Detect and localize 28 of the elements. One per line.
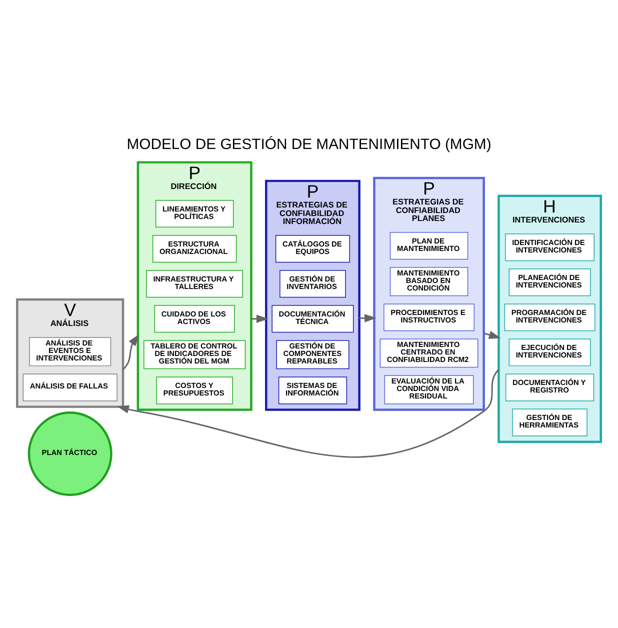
node-box: EVALUACIÓN DE LA CONDICIÓN VIDA RESIDUAL: [384, 374, 474, 404]
node-circle: PLAN TÁCTICO: [28, 411, 112, 496]
node-box: SISTEMAS DE INFORMACIÓN: [278, 376, 348, 404]
node-box: GESTIÓN DE COMPONENTES REPARABLES: [276, 340, 350, 369]
node-box: INFRAESTRUCTURA Y TALLERES: [146, 270, 244, 298]
node-box: ANÁLISIS DE EVENTOS E INTERVENCIONES: [29, 336, 112, 366]
node-box: PROCEDIMIENTOS E INSTRUCTIVOS: [384, 303, 474, 331]
diagram-title: MODELO DE GESTIÓN DE MANTENIMIENTO (MGM): [126, 136, 492, 152]
node-box: GESTIÓN DE INVENTARIOS: [280, 270, 346, 298]
node-box: COSTOS Y PRESUPUESTOS: [156, 376, 233, 404]
node-box: GESTIÓN DE HERRAMIENTAS: [512, 408, 588, 436]
node-box: ANÁLISIS DE FALLAS: [22, 373, 118, 401]
arrow: [484, 330, 501, 338]
node-box: EJECUCIÓN DE INTERVENCIONES: [508, 338, 591, 366]
arrow: [251, 314, 268, 323]
node-box: DOCUMENTACIÓN Y REGISTRO: [505, 373, 594, 401]
node-box: PROGRAMACIÓN DE INTERVENCIONES: [504, 303, 596, 331]
node-box: LINEAMIENTOS Y POLÍTICAS: [155, 199, 234, 228]
node-box: DOCUMENTACIÓN TÉCNICA: [272, 304, 354, 332]
node-box: CATÁLOGOS DE EQUIPOS: [275, 234, 350, 262]
node-box: IDENTIFICACIÓN DE INTERVENCIONES: [505, 233, 594, 261]
node-box: PLANEACIÓN DE INTERVENCIONES: [508, 268, 591, 296]
node-box: MANTENIMIENTO CENTRADO EN CONFIABILIDAD RCM2: [380, 338, 478, 368]
node-box: ESTRUCTURA ORGANIZACIONAL: [152, 234, 237, 262]
node-box: MANTENIMIENTO BASADO EN CONDICIÓN: [390, 266, 468, 296]
node-box: TABLERO DE CONTROL DE INDICADORES DE GESTIÓN DEL MGM: [144, 340, 246, 369]
node-box: PLAN DE MANTENIMIENTO: [390, 232, 468, 260]
node-box: CUIDADO DE LOS ACTIVOS: [154, 304, 235, 332]
